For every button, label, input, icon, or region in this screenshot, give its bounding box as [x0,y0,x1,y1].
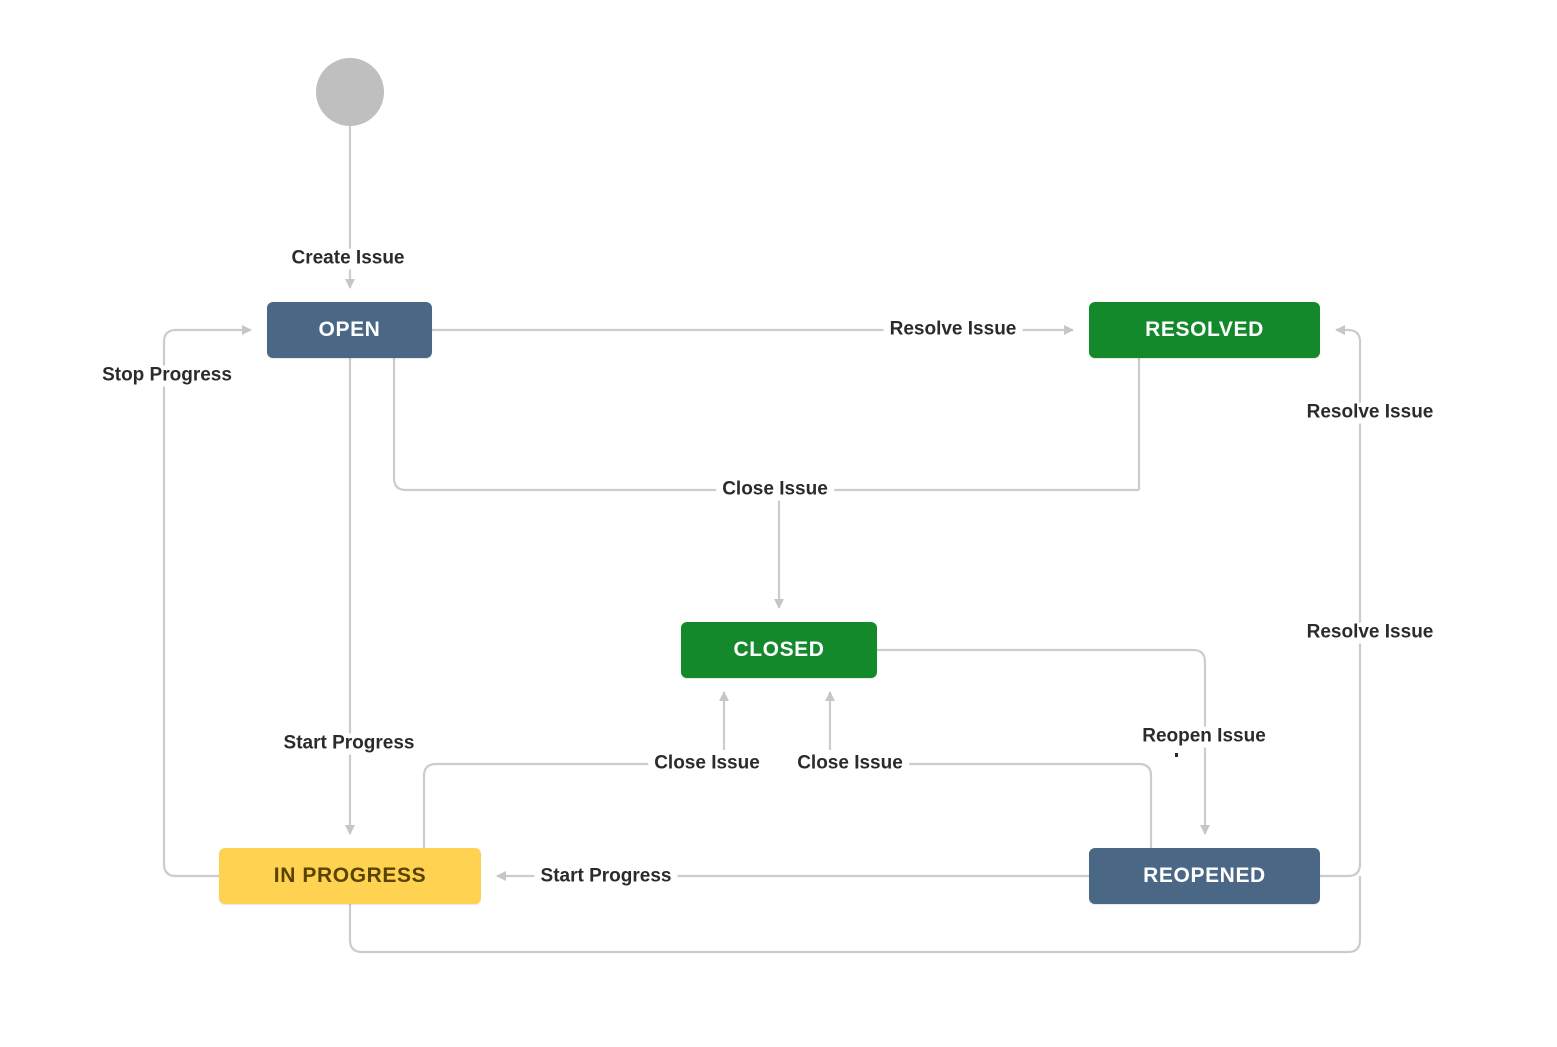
status-node-resolved[interactable]: RESOLVED [1089,302,1320,358]
reopen-issue-dot-marker [1175,753,1178,757]
status-node-in-progress[interactable]: IN PROGRESS [219,848,481,904]
transition-label-resolve-issue-open[interactable]: Resolve Issue [883,319,1023,341]
transition-label-close-issue-open[interactable]: Close Issue [716,479,834,501]
transition-label-start-progress-reopened[interactable]: Start Progress [534,866,678,888]
edge-resolve-issue-reopened [1320,325,1362,878]
transition-label-stop-progress[interactable]: Stop Progress [96,365,238,387]
edge-close-issue-inprogress [422,762,724,848]
status-node-closed-label: CLOSED [733,638,825,661]
transition-label-resolve-issue-reopened[interactable]: Resolve Issue [1300,402,1440,424]
status-node-reopened-label: REOPENED [1143,864,1266,887]
status-node-open-label: OPEN [318,318,381,341]
transition-label-reopen-issue[interactable]: Reopen Issue [1136,726,1272,748]
transition-label-create-issue[interactable]: Create Issue [285,248,411,270]
status-node-resolved-label: RESOLVED [1145,318,1264,341]
transition-label-resolve-issue-in-progress[interactable]: Resolve Issue [1300,622,1440,644]
edge-reopen-issue [877,648,1207,700]
transition-label-close-issue-reopened[interactable]: Close Issue [791,753,909,775]
edge-resolve-issue-inprogress [348,876,1362,954]
status-node-reopened[interactable]: REOPENED [1089,848,1320,904]
status-node-in-progress-label: IN PROGRESS [273,864,427,887]
edge-stop-progress [162,325,252,878]
status-node-closed[interactable]: CLOSED [681,622,877,678]
edge-close-issue-reopened [880,762,1153,848]
status-node-open[interactable]: OPEN [267,302,432,358]
start-node [316,58,384,126]
edge-close-issue-open [392,358,1139,492]
transition-label-close-issue-in-progress[interactable]: Close Issue [648,753,766,775]
transition-label-start-progress-open[interactable]: Start Progress [277,733,421,755]
